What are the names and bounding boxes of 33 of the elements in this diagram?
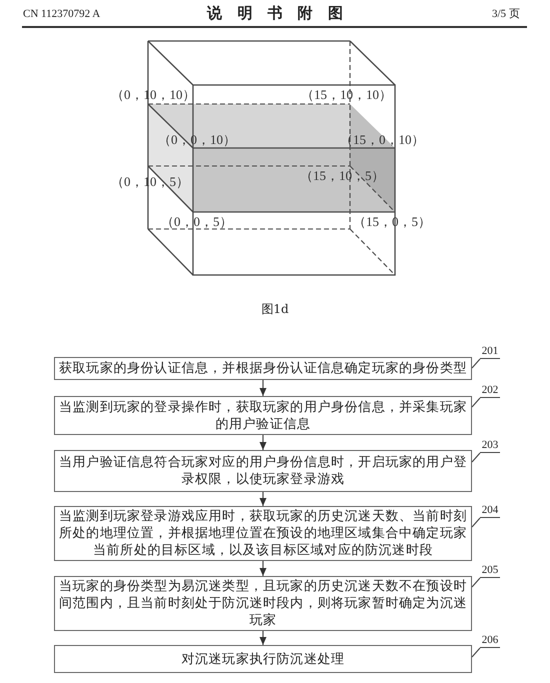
step-number: 205 <box>480 564 500 578</box>
step-text: 当监测到玩家的登录操作时，获取玩家的用户身份信息，并采集玩家的用户验证信息 <box>58 398 468 432</box>
patent-number: CN 112370792 A <box>23 7 100 21</box>
page-title: 说 明 书 附 图 <box>207 4 343 23</box>
arrow <box>260 492 266 506</box>
step-number: 206 <box>480 634 500 648</box>
coordinate-label: （15，0，10） <box>340 132 424 147</box>
arrow <box>260 435 266 450</box>
step-text: 获取玩家的身份认证信息，并根据身份认证信息确定玩家的身份类型 <box>59 360 467 377</box>
leader-line <box>472 452 480 462</box>
leader-line <box>472 358 480 368</box>
step-text: 当监测到玩家登录游戏应用时，获取玩家的历史沉迷天数、当前时刻所处的地理位置，并根据地理位置在预设的地理区域集合中确定玩家当前所处的目标区域，以及该目标区域对应的防沉迷时段 <box>58 508 468 559</box>
coordinate-label: （15，10，10） <box>301 87 392 102</box>
figure-caption: 图1d <box>261 302 289 317</box>
step-number: 201 <box>480 345 500 359</box>
step-number: 202 <box>480 384 500 398</box>
leader-line <box>472 648 480 658</box>
coordinate-label: （15，10，5） <box>300 168 384 183</box>
leader-line <box>472 398 480 408</box>
arrow <box>260 631 266 645</box>
page-number: 3/5 页 <box>492 7 520 21</box>
process-box <box>54 357 472 380</box>
leader-line <box>472 578 480 588</box>
coordinate-label: （0，0，5） <box>161 214 232 229</box>
step-number: 203 <box>480 439 500 453</box>
process-box <box>54 645 472 673</box>
step-text: 当用户验证信息符合玩家对应的用户身份信息时，开启玩家的用户登录权限，以使玩家登录游戏 <box>58 454 468 488</box>
step-text: 对沉迷玩家执行防沉迷处理 <box>181 650 345 668</box>
step-text: 当玩家的身份类型为易沉迷类型，且玩家的历史沉迷天数不在预设时间范围内，且当前时刻处于防沉迷时段内，则将玩家暂时确定为沉迷玩家 <box>58 578 468 629</box>
step-number: 204 <box>480 504 500 518</box>
leader-line <box>472 518 480 528</box>
arrow <box>260 380 266 396</box>
arrow <box>260 561 266 576</box>
